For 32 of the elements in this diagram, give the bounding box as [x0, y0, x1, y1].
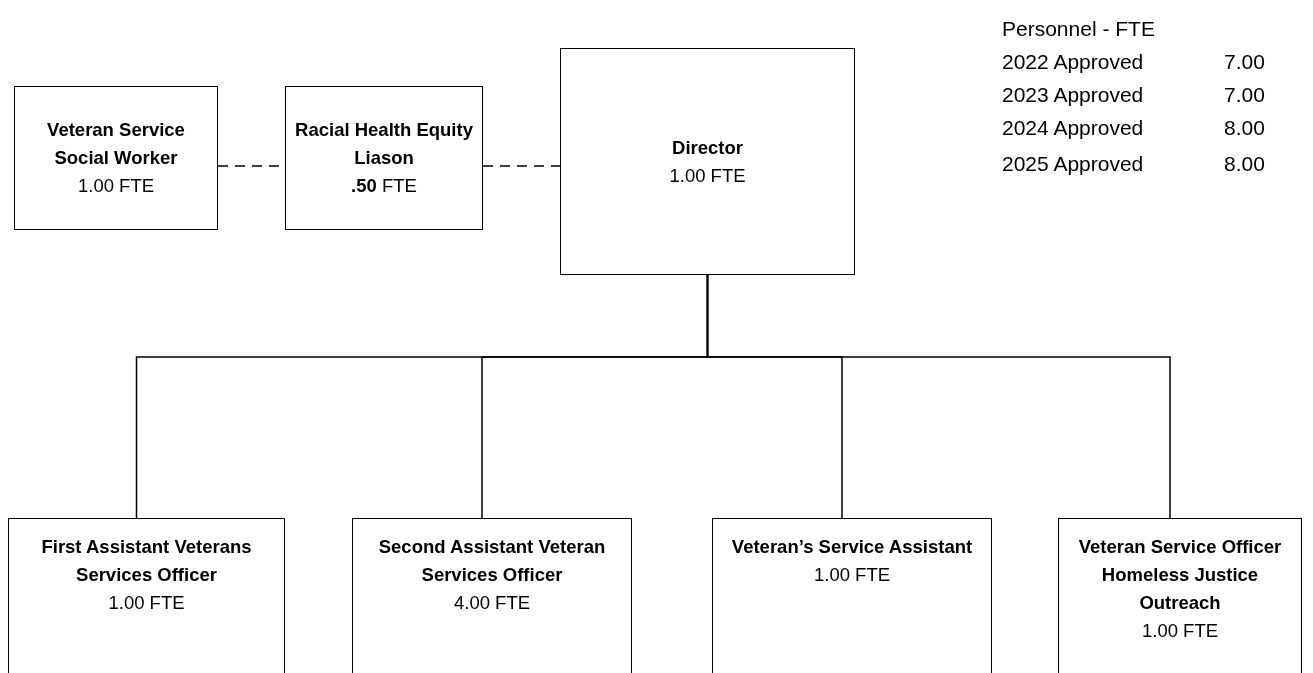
fte-count: 1.00 FTE — [813, 563, 891, 587]
position-title: First Assistant Veterans Services Officer — [40, 535, 253, 587]
table-text: 2025 Approved — [1002, 152, 1144, 176]
table-text: 2022 Approved — [1002, 50, 1144, 74]
position-title: Veteran’s Service Assistant — [731, 535, 973, 559]
position-title: Second Assistant Veteran Services Officer — [377, 535, 607, 587]
position-box — [14, 86, 218, 230]
table-text: 2023 Approved — [1002, 83, 1144, 107]
dashed-connector — [482, 165, 561, 167]
position-box — [1058, 518, 1302, 673]
fte-count: 1.00 FTE — [669, 163, 746, 188]
fte-count: 1.00 FTE — [1141, 619, 1219, 643]
fte-count: .50 FTE — [351, 174, 417, 198]
position-title: Director — [672, 135, 743, 160]
position-box — [352, 518, 632, 673]
table-text: Personnel - FTE — [1002, 17, 1155, 41]
position-title: Racial Health Equity Liason — [294, 118, 474, 170]
position-title: Veteran Service Social Worker — [46, 118, 186, 170]
fte-count: 1.00 FTE — [108, 591, 185, 615]
table-text: 7.00 — [1224, 83, 1265, 107]
fte-count: 4.00 FTE — [453, 591, 531, 615]
connector-line — [706, 274, 1171, 519]
fte-count: 1.00 FTE — [77, 174, 155, 198]
table-text: 7.00 — [1224, 50, 1265, 74]
position-box — [712, 518, 992, 673]
position-title: Veteran Service Officer Homeless Justice Outreach — [1077, 535, 1283, 615]
table-text: 2024 Approved — [1002, 116, 1144, 140]
position-box — [285, 86, 483, 230]
table-text: 8.00 — [1224, 152, 1265, 176]
position-box — [560, 48, 855, 275]
table-text: 8.00 — [1224, 116, 1265, 140]
position-box — [8, 518, 285, 673]
